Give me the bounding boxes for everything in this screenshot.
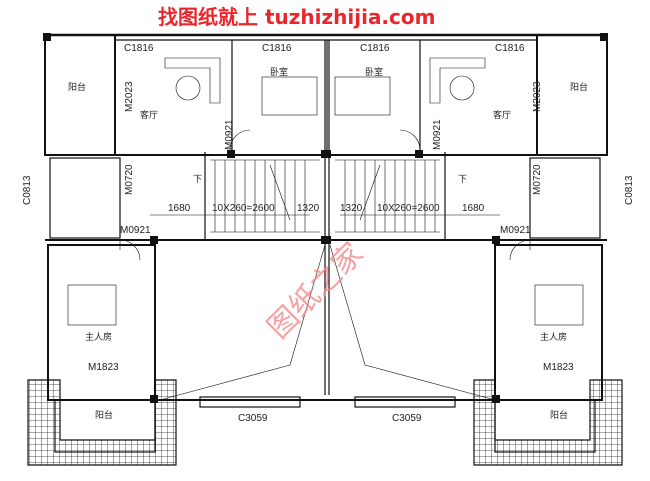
bathroom-left <box>49 157 121 239</box>
master-left <box>47 244 156 401</box>
room-balcony-bottom-right: 阳台 <box>550 409 568 421</box>
door-m0720-right: M0720 <box>532 164 543 195</box>
dim-1680-right: 1680 <box>462 203 485 214</box>
door-m0921-lower-right: M0921 <box>500 225 531 236</box>
bed-right <box>327 39 421 155</box>
door-m2023-right: M2023 <box>532 81 543 112</box>
center-divider <box>324 40 330 395</box>
dim-steps-left: 10X260=2600 <box>212 203 275 214</box>
door-m0921-lower-left: M0921 <box>120 225 151 236</box>
window-c1816-4: C1816 <box>495 43 525 54</box>
room-balcony-right: 阳台 <box>570 81 588 93</box>
door-m0921-right: M0921 <box>432 119 443 150</box>
window-c3059-left: C3059 <box>238 413 268 424</box>
room-bedroom-right: 卧室 <box>365 66 383 78</box>
window-c1816-1: C1816 <box>124 43 154 54</box>
window-c1816-3: C1816 <box>360 43 390 54</box>
door-m1823-left: M1823 <box>88 362 119 373</box>
room-living-left: 客厅 <box>140 109 158 121</box>
balcony-left <box>54 399 156 453</box>
balcony-right <box>494 399 596 453</box>
room-balcony-bottom-left: 阳台 <box>95 409 113 421</box>
room-balcony-left: 阳台 <box>68 81 86 93</box>
master-right <box>494 244 603 401</box>
dim-1320-right: 1320 <box>340 203 363 214</box>
window-c3059-right: C3059 <box>392 413 422 424</box>
door-m1823-right: M1823 <box>543 362 574 373</box>
room-master-right: 主人房 <box>540 331 567 343</box>
wall-outline-left-top <box>44 34 116 156</box>
dim-1320-left: 1320 <box>297 203 320 214</box>
window-c1816-2: C1816 <box>262 43 292 54</box>
room-master-left: 主人房 <box>85 331 112 343</box>
wall-outline-right-top <box>536 34 608 156</box>
dim-1680-left: 1680 <box>168 203 191 214</box>
window-c0813-right: C0813 <box>624 175 635 205</box>
dim-steps-right: 10X260=2600 <box>377 203 440 214</box>
bed-left <box>232 39 328 155</box>
stair-down-right: 下 <box>458 175 467 185</box>
stair-down-left: 下 <box>193 175 202 185</box>
room-living-right: 客厅 <box>493 109 511 121</box>
window-c0813-left: C0813 <box>22 175 33 205</box>
door-m2023-left: M2023 <box>124 81 135 112</box>
door-m0921-left: M0921 <box>224 119 235 150</box>
watermark-center: 图纸之家 <box>261 236 371 346</box>
door-m0720-left: M0720 <box>124 164 135 195</box>
room-bedroom-left: 卧室 <box>270 66 288 78</box>
bathroom-right <box>529 157 601 239</box>
watermark-top: 找图纸就上 tuzhizhijia.com <box>158 5 435 29</box>
